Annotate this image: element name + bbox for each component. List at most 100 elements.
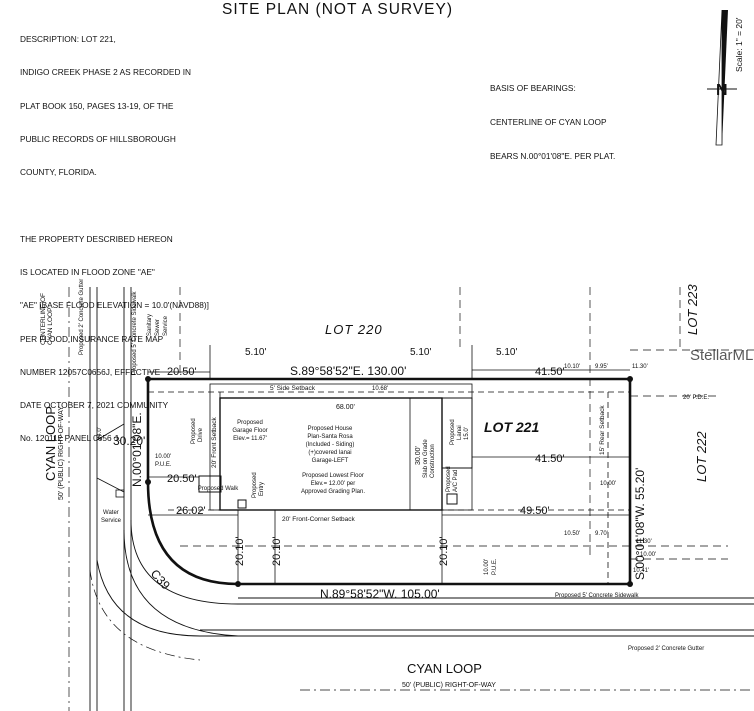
description-line: DESCRIPTION: LOT 221,: [20, 34, 116, 45]
centerline-label: CENTERLINE OF: [40, 293, 47, 345]
page-title: SITE PLAN (NOT A SURVEY): [222, 1, 454, 18]
water-service-label-2: Service: [101, 518, 122, 524]
front-corner-setback-label: 20' Front-Corner Setback: [282, 516, 356, 523]
dim-20-50-a: 20.50': [167, 366, 197, 378]
centerline-label-2: CYAN LOOP: [47, 308, 54, 345]
front-setback-label: 20' Front Setback: [211, 417, 218, 468]
dim-20-10-b: 20.10': [271, 536, 283, 566]
slab-label: Construction: [430, 444, 436, 478]
pue-b: P.U.E.: [492, 558, 498, 575]
lanai-label: Lanai: [457, 425, 463, 440]
sewer-label: Sanitary: [147, 314, 153, 336]
boundary-north: S.89°58'52"E. 130.00': [290, 364, 406, 378]
pue-a: P.U.E.: [155, 462, 172, 468]
description-line: COUNTY, FLORIDA.: [20, 167, 97, 178]
north-arrow-icon: N: [707, 9, 737, 146]
house-line: Garage-LEFT: [312, 458, 349, 464]
boundary-west-length: 30.20': [113, 434, 145, 448]
sidewalk-bottom-label: Proposed 5' Concrete Sidewalk: [555, 593, 640, 599]
rear-setback-label: 15' Rear Setback: [599, 405, 606, 455]
row-left-label: 50' (PUBLIC) RIGHT-OF-WAY: [58, 406, 65, 500]
dim-41-50-b: 41.50': [535, 453, 565, 465]
house-line: (+)covered lanai: [308, 450, 351, 456]
walk-label: Proposed Walk: [198, 486, 239, 492]
cyan-loop-left-label: CYAN LOOP: [43, 406, 58, 481]
water-service-label: Water: [103, 510, 119, 516]
dim-9-95: 9.95': [595, 364, 608, 370]
proposed-house: [198, 397, 473, 511]
dim-5-10-a: 5.10': [245, 347, 266, 358]
ac-label: Proposed: [446, 466, 452, 492]
lot-223-label: LOT 223: [685, 284, 700, 335]
dim-10-68: 10.68': [372, 386, 388, 392]
house-line: (Included - Siding): [306, 442, 355, 448]
pde-label: 20' P.D.E.: [683, 395, 709, 401]
house-line: Plan-Santa Rosa: [307, 434, 353, 440]
boundary-south: N.89°58'52"W. 105.00': [320, 587, 440, 601]
property-description: DESCRIPTION: LOT 221, INDIGO CREEK PHASE…: [20, 12, 209, 456]
dim-20-10-a: 20.10': [234, 536, 246, 566]
dim-20-10-c: 20.10': [438, 536, 450, 566]
sidewalk-left-label: Proposed 5' Concrete Sidewalk: [132, 290, 138, 375]
description-line: PLAT BOOK 150, PAGES 13-19, OF THE: [20, 100, 174, 111]
bearings-line: BEARS N.00°01'08"E. PER PLAT.: [490, 151, 616, 162]
sewer-label-2: Sewer: [155, 319, 161, 336]
ac-label: A/C Pad: [453, 470, 459, 492]
garage-label: Proposed: [237, 420, 263, 426]
basis-of-bearings: BASIS OF BEARINGS: CENTERLINE OF CYAN LO…: [490, 60, 615, 174]
lanai-label: Proposed: [450, 419, 456, 445]
dim-5-10-b: 5.10': [410, 347, 431, 358]
lot-222-label: LOT 222: [694, 431, 709, 482]
garage-label: Elev.= 11.67': [233, 436, 267, 442]
bearings-line: CENTERLINE OF CYAN LOOP: [490, 117, 607, 128]
dim-30-00: 30.00': [415, 446, 422, 465]
drive-label: Proposed: [191, 418, 197, 444]
dim-10-pue-b: 10.00': [484, 559, 490, 575]
boundary-east: S.00°01'08"W. 55.20': [633, 468, 647, 580]
floor-line: Approved Grading Plan.: [301, 489, 365, 495]
description-line: PER FLOOD INSURANCE RATE MAP: [20, 333, 164, 344]
house-line: Proposed House: [308, 426, 353, 432]
bearings-line: BASIS OF BEARINGS:: [490, 82, 576, 93]
curve-label: C39: [148, 567, 173, 593]
description-line: No. 120112 PANEL 0656 J.: [20, 433, 121, 444]
lot-boundary: [146, 377, 632, 586]
sewer-label-3: Service: [163, 315, 169, 336]
watermark: StellarMLS: [690, 347, 754, 364]
garage-label: Garage Floor: [232, 428, 267, 434]
dim-26-02: 26.02': [176, 505, 206, 517]
description-line: NUMBER 12057C0656J, EFFECTIVE: [20, 366, 161, 377]
description-line: PUBLIC RECORDS OF HILLSBOROUGH: [20, 134, 176, 145]
row-bottom-label: 50' (PUBLIC) RIGHT-OF-WAY: [402, 682, 496, 689]
dim-10-e2: 10.00': [640, 552, 656, 558]
floor-line: Elev.= 12.00' per: [311, 481, 356, 487]
description-line: IS LOCATED IN FLOOD ZONE "AE": [20, 267, 155, 278]
dim-10-10: 10.10': [564, 364, 580, 370]
slab-label: Slab on Grade: [423, 439, 429, 478]
dim-20-50-b: 20.50': [167, 473, 197, 485]
dim-68-00: 68.00': [336, 404, 355, 411]
lot-220-label: LOT 220: [325, 322, 383, 337]
scale-label: Scale: 1" = 20': [734, 17, 744, 72]
water-meter-icon: [115, 489, 125, 498]
dim-10-e: 10.00': [600, 481, 616, 487]
boundary-west: N.00°01'08"E.: [130, 412, 144, 487]
dim-10-41: 10.41': [633, 568, 649, 574]
entry-label: Entry: [259, 482, 265, 496]
side-setback-label: 5' Side Setback: [270, 385, 316, 392]
dim-11-30: 11.30': [636, 539, 652, 545]
description-line: INDIGO CREEK PHASE 2 AS RECORDED IN: [20, 67, 192, 78]
dim-41-50-a: 41.50': [535, 366, 565, 378]
gutter-left-label: Proposed 2' Concrete Gutter: [79, 279, 85, 355]
entry-label: Proposed: [252, 472, 258, 498]
dim-49-50: 49.50': [520, 505, 550, 517]
drive-label: Drive: [198, 427, 204, 442]
lot-221-label: LOT 221: [484, 419, 539, 435]
dim-9-70: 9.70': [595, 531, 608, 537]
north-letter: N: [716, 82, 728, 99]
dim-24-label: 24.0': [97, 427, 103, 440]
description-line: THE PROPERTY DESCRIBED HEREON: [20, 233, 173, 244]
dim-11-30b: 11.30': [632, 364, 648, 370]
dim-15: 15.0': [464, 427, 470, 440]
